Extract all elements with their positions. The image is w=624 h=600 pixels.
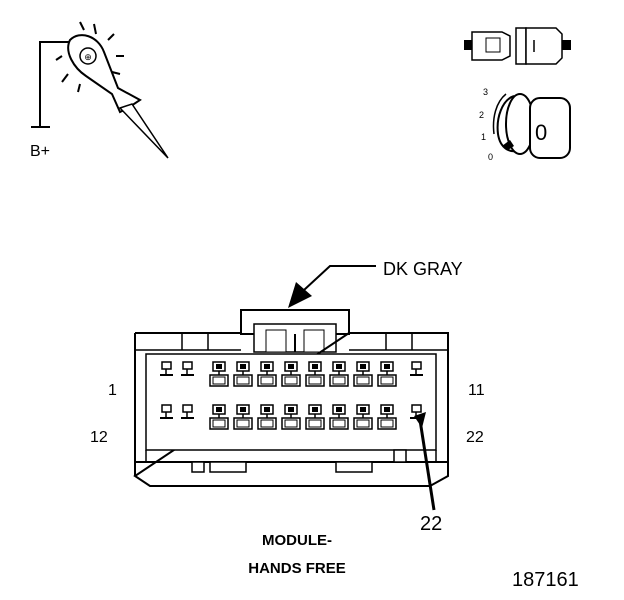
terminal-large-7: [305, 361, 325, 387]
terminal-small-1: [160, 361, 173, 376]
pin-callout-leader: [414, 412, 436, 511]
terminal-large-16: [257, 404, 277, 430]
pin-label-1: 1: [108, 382, 117, 399]
terminal-small-2: [181, 361, 194, 376]
terminal-large-15: [233, 404, 253, 430]
terminal-large-18: [305, 404, 325, 430]
terminal-large-8: [329, 361, 349, 387]
terminal-cavities: [160, 361, 423, 430]
ignition-position-3: 3: [483, 87, 488, 97]
terminal-large-14: [209, 404, 229, 430]
svg-text:⊕: ⊕: [84, 52, 92, 62]
terminal-large-10: [377, 361, 397, 387]
pin-callout-label: 22: [420, 513, 442, 535]
connector-face: [133, 309, 449, 487]
terminal-large-20: [353, 404, 373, 430]
connector-color-label: DK GRAY: [383, 259, 463, 279]
connector-name-line1: MODULE-: [262, 532, 332, 549]
terminal-small-13: [181, 404, 194, 419]
ignition-position-0: 0: [488, 152, 493, 162]
ignition-switch-icon: [492, 93, 571, 159]
terminal-large-5: [257, 361, 277, 387]
pin-label-12: 12: [90, 429, 108, 446]
connector-name-line2: HANDS FREE: [248, 560, 346, 577]
disconnected-connector-icon: [464, 27, 571, 65]
terminal-large-9: [353, 361, 373, 387]
terminal-large-4: [233, 361, 253, 387]
terminal-small-11: [410, 361, 423, 376]
figure-number: 187161: [512, 569, 579, 591]
terminal-small-12: [160, 404, 173, 419]
terminal-large-19: [329, 404, 349, 430]
terminal-large-6: [281, 361, 301, 387]
ignition-key-label: 0: [535, 120, 547, 145]
ignition-position-1: 1: [481, 132, 486, 142]
color-callout-leader: [288, 265, 376, 308]
test-light-probe-icon: ⊕: [31, 21, 169, 159]
pin-label-22: 22: [466, 429, 484, 446]
pin-label-11: 11: [468, 382, 485, 399]
terminal-large-21: [377, 404, 397, 430]
terminal-large-3: [209, 361, 229, 387]
b-plus-label: B+: [30, 143, 50, 160]
ignition-position-2: 2: [479, 110, 484, 120]
terminal-large-17: [281, 404, 301, 430]
